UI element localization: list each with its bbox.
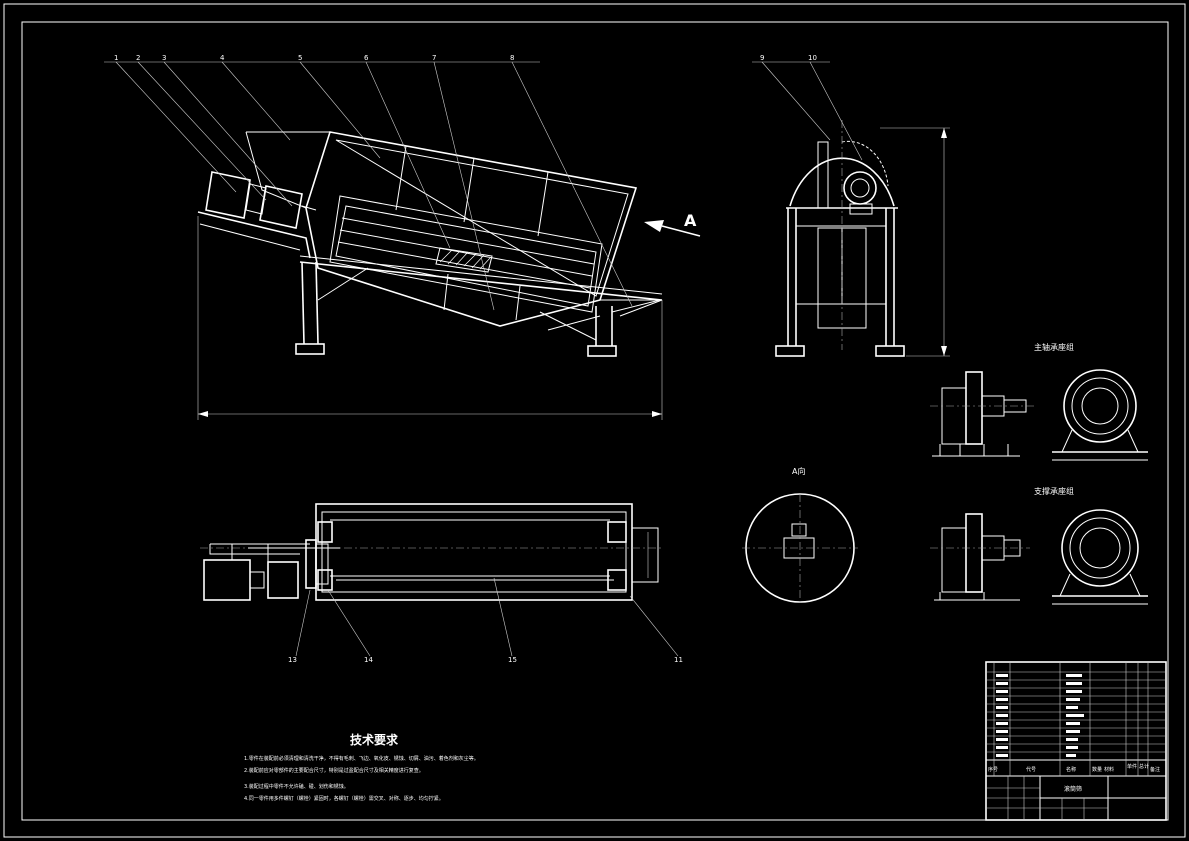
main-bearing-title: 主轴承座组 [1034,342,1074,352]
balloon-5: 5 [298,54,302,62]
drawing-name: 滚筒筛 [1064,785,1082,793]
header-remark: 备注 [1150,766,1160,773]
front-balloons: 1 2 3 4 5 6 7 8 [114,54,514,62]
balloon-6: 6 [364,54,369,62]
header-index: 序号 [988,766,998,773]
view-arrow-label: A [684,211,697,230]
balloon-15: 15 [508,656,517,664]
note-1: 1.零件在装配前必须清理和清洗干净，不得有毛刺、飞边、氧化皮、锈蚀、切屑、油污、… [244,755,479,762]
note-4: 4.同一零件用多件螺钉（螺栓）紧固时，各螺钉（螺栓）需交叉、对称、逐步、均匀拧紧… [244,795,444,802]
balloon-14: 14 [364,656,373,664]
balloon-2: 2 [136,54,140,62]
side-view: 9 10 [752,54,950,357]
support-bearing-group: 支撑承座组 [930,486,1148,605]
balloon-13: 13 [288,656,297,664]
balloon-8: 8 [510,54,514,62]
title-block: 序号 代号 名称 数量 材料 单件 总计 备注 滚筒筛 [985,661,1167,821]
technical-notes: 技术要求 1.零件在装配前必须清理和清洗干净，不得有毛刺、飞边、氧化皮、锈蚀、切… [244,732,479,802]
note-2: 2.装配前应对零部件的主要配合尺寸，特别是过盈配合尺寸及相关精度进行复查。 [244,767,424,774]
balloon-4: 4 [220,54,225,62]
header-qty: 数量 [1092,766,1102,773]
section-a-view: A向 [742,466,858,604]
main-bearing-group: 主轴承座组 [930,342,1148,461]
balloon-10: 10 [808,54,817,62]
balloon-3: 3 [162,54,166,62]
section-view-label: A向 [792,466,805,476]
notes-title: 技术要求 [350,732,399,747]
front-view: A 1 2 3 4 5 6 7 8 [104,54,701,420]
header-total: 总计 [1139,763,1149,770]
note-3: 3.装配过程中零件不允许磕、碰、划伤和锈蚀。 [244,783,349,790]
balloon-7: 7 [432,54,436,62]
support-bearing-title: 支撑承座组 [1034,486,1074,496]
header-material: 材料 [1104,766,1114,773]
header-code: 代号 [1026,766,1036,773]
inner-border [21,21,1169,821]
balloon-11: 11 [674,656,683,664]
balloon-1: 1 [114,54,118,62]
balloon-9: 9 [760,54,764,62]
header-name: 名称 [1066,766,1076,773]
plan-view: 13 14 15 11 [200,503,683,664]
outer-border [3,3,1186,838]
header-unit: 单件 [1127,763,1137,770]
